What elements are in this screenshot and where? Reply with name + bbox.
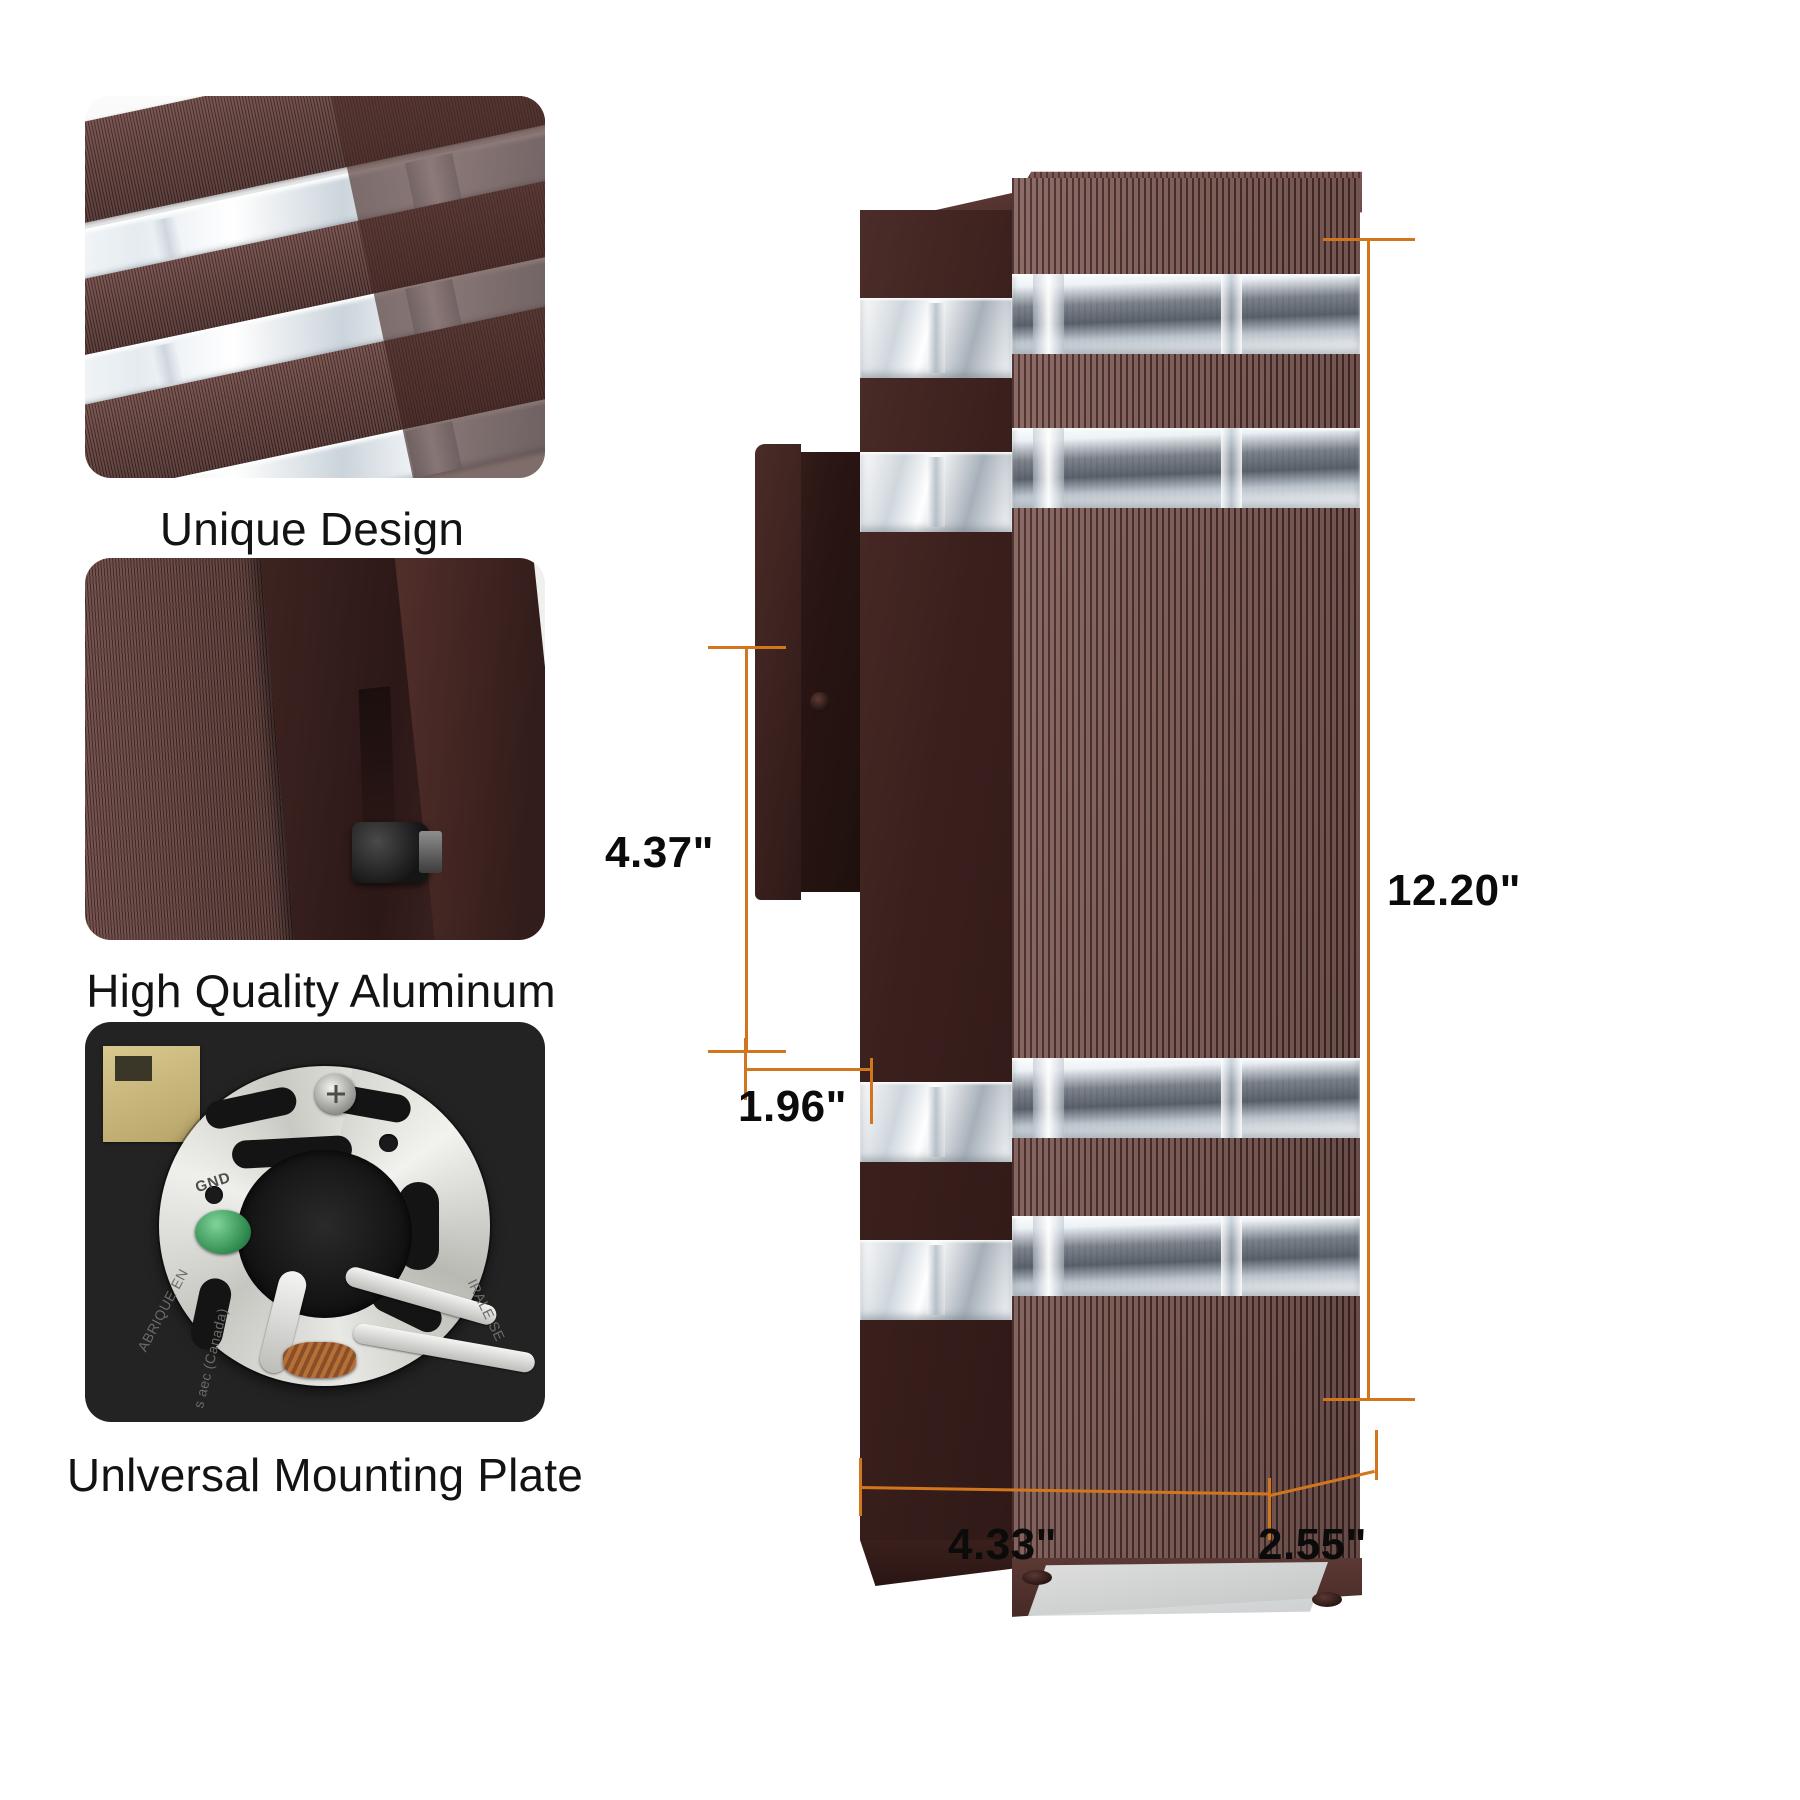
overall-height-tick-bottom	[1323, 1398, 1415, 1401]
wall-sconce-fixture	[860, 171, 1362, 1617]
backplate-height-tick-bottom	[708, 1050, 786, 1053]
thumbnail-universal-mounting-plate: GND ABRIQUE EN s aec (Canada) IRALE SE	[85, 1022, 545, 1422]
fixture-front-face	[1012, 178, 1360, 1570]
overall-height-line	[1367, 240, 1370, 1400]
bracket-screw	[810, 692, 830, 712]
thumb3-ground-screw	[195, 1210, 251, 1254]
overall-width-label: 4.33"	[948, 1520, 1057, 1569]
overall-height-tick-top	[1323, 238, 1415, 241]
thumbnail-high-quality-aluminum	[85, 558, 545, 940]
feature-card-universal-mounting-plate: GND ABRIQUE EN s aec (Canada) IRALE SE U…	[0, 1022, 660, 1502]
thumb3-hole	[204, 1186, 223, 1204]
backplate-height-tick-top	[708, 646, 786, 649]
product-stage: 12.20" 4.37" 1.96" 4.33" 2.55"	[605, 0, 1800, 1800]
thumb3-screw-top	[315, 1074, 357, 1114]
overall-width-tick-right	[1268, 1478, 1271, 1540]
feature-caption-high-quality-aluminum: High Quality Aluminum	[86, 965, 556, 1017]
backplate-height-label: 4.37"	[605, 828, 714, 877]
feature-caption-unique-design: Unique Design	[159, 503, 465, 555]
thumb3-hole	[379, 1134, 398, 1152]
backplate-depth-tick-left	[744, 1038, 747, 1100]
fixture-bottom-bolt-right	[1312, 1592, 1342, 1607]
overall-width-tick-left	[859, 1458, 862, 1516]
light-band-lower-2	[860, 1216, 1360, 1320]
fixture-bottom-diffuser	[1028, 1562, 1328, 1616]
overall-height-label: 12.20"	[1387, 866, 1521, 915]
feature-card-high-quality-aluminum: High Quality Aluminum	[0, 558, 660, 1018]
thumbnail-unique-design	[85, 96, 545, 478]
thumb2-mounting-knob	[351, 821, 443, 883]
wall-mount-bracket	[755, 444, 874, 900]
feature-caption-universal-mounting-plate: Unlversal Mounting Plate	[66, 1449, 584, 1501]
light-band-lower-1	[860, 1058, 1360, 1162]
backplate-height-line	[745, 648, 748, 1052]
fixture-bottom-bolt-left	[1022, 1570, 1052, 1585]
overall-depth-tick-right	[1375, 1430, 1378, 1480]
light-band-upper-1	[860, 274, 1360, 378]
thumb2-seam-gap	[358, 686, 396, 843]
light-band-upper-2	[860, 428, 1360, 532]
backplate-depth-tick-right	[870, 1058, 873, 1124]
backplate-depth-line	[745, 1068, 872, 1071]
feature-card-unique-design: Unique Design	[0, 96, 660, 556]
thumb3-copper-ground-wire	[282, 1342, 357, 1378]
feature-thumbnail-column: Unique Design High Quality Aluminum	[0, 0, 660, 1800]
backplate-depth-label: 1.96"	[738, 1082, 847, 1131]
fixture-side-face	[860, 210, 1012, 1540]
thumb3-certification-label	[103, 1046, 200, 1142]
overall-depth-label: 2.55"	[1258, 1520, 1367, 1569]
